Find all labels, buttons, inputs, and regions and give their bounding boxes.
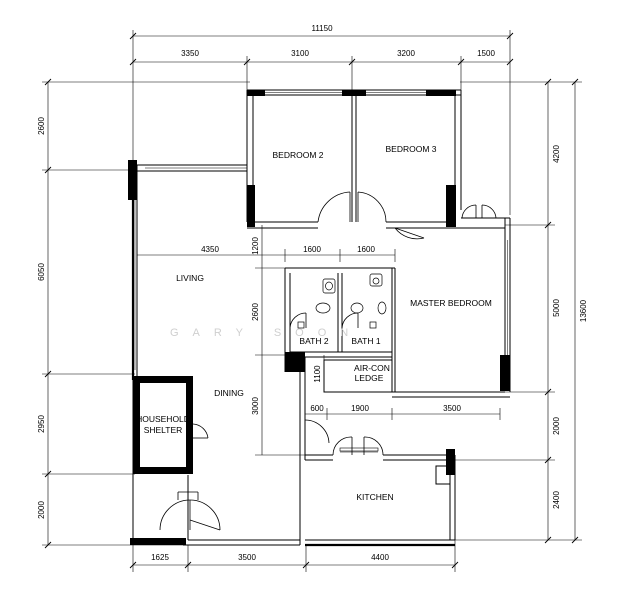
dim-bottom-2: 3500 (238, 553, 256, 562)
room-label-living: LIVING (176, 273, 204, 283)
kitchen-counter (339, 447, 379, 453)
dim-top-total: 11150 (311, 24, 333, 33)
dim-top-1: 3350 (181, 49, 199, 58)
dim-bath-left: 1600 (303, 245, 321, 254)
room-label-aircon-line2: LEDGE (355, 373, 384, 383)
room-labels: BEDROOM 2 BEDROOM 3 LIVING MASTER BEDROO… (136, 144, 492, 502)
dim-h-3500: 3500 (443, 404, 461, 413)
dimension-lines (42, 30, 582, 572)
dim-v-1200: 1200 (251, 237, 260, 255)
room-label-master-bedroom: MASTER BEDROOM (410, 298, 492, 308)
dimension-labels: 11150 3350 3100 3200 1500 1625 3500 4400… (37, 24, 588, 562)
room-label-aircon-line1: AIR-CON (354, 363, 390, 373)
room-label-bath-2: BATH 2 (299, 336, 328, 346)
dim-left-1: 2600 (37, 117, 46, 135)
room-label-household-line2: SHELTER (144, 425, 183, 435)
dim-bath-right: 1600 (357, 245, 375, 254)
structural-columns (128, 90, 510, 545)
room-label-bedroom-3: BEDROOM 3 (385, 144, 436, 154)
dim-v-2600: 2600 (251, 303, 260, 321)
dim-left-3: 2950 (37, 415, 46, 433)
dim-h-600: 600 (310, 404, 324, 413)
dim-right-3: 2000 (552, 417, 561, 435)
dim-right-total: 13600 (579, 299, 588, 322)
dim-v-1100: 1100 (313, 365, 322, 383)
room-label-bath-1: BATH 1 (351, 336, 380, 346)
bathroom-fixtures (297, 273, 388, 361)
dim-top-2: 3100 (291, 49, 309, 58)
household-shelter-walls (133, 376, 193, 474)
dim-left-2: 6050 (37, 263, 46, 281)
doors (159, 191, 497, 531)
room-label-dining: DINING (214, 388, 244, 398)
room-label-kitchen: KITCHEN (356, 492, 393, 502)
dim-bottom-3: 4400 (371, 553, 389, 562)
dim-top-4: 1500 (477, 49, 495, 58)
dim-right-1: 4200 (552, 145, 561, 163)
dim-v-3000: 3000 (251, 397, 260, 415)
dim-top-3: 3200 (397, 49, 415, 58)
room-label-household-line1: HOUSEHOLD (136, 414, 190, 424)
watermark: GARY SOON (170, 327, 362, 339)
dim-h-1900: 1900 (351, 404, 369, 413)
dim-right-4: 2400 (552, 491, 561, 509)
room-label-bedroom-2: BEDROOM 2 (272, 150, 323, 160)
dim-left-4: 2000 (37, 501, 46, 519)
dim-right-2: 5000 (552, 299, 561, 317)
dim-living-width: 4350 (201, 245, 219, 254)
dim-bottom-1: 1625 (151, 553, 169, 562)
